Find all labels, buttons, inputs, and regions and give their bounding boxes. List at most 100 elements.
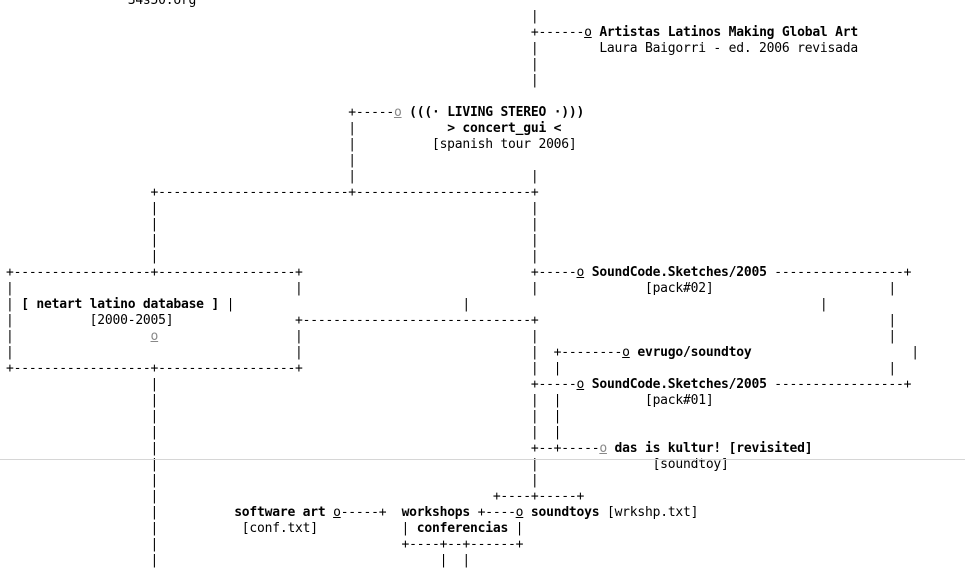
map-row: | [2000-2005] +-------------------------…	[6, 313, 919, 329]
map-text: +-------------------------+-------------…	[6, 185, 539, 200]
map-text: -----------------+	[766, 377, 912, 392]
map-row: | software art o-----+ workshops +----o …	[6, 505, 919, 521]
map-text: +-----	[6, 105, 394, 120]
map-text	[607, 441, 615, 456]
map-text: +------------------+------------------+ …	[6, 361, 896, 376]
node-title[interactable]: (((· LIVING STEREO ·)))	[409, 105, 585, 120]
map-row: | | | +--------o evrugo/soundtoy |	[6, 345, 919, 361]
map-text: | | | [pack#01]	[6, 393, 714, 408]
map-row: | [spanish tour 2006]	[6, 137, 919, 153]
map-text: | | |	[158, 329, 896, 344]
node-link[interactable]: o	[393, 105, 402, 120]
ascii-site-map: 34s50.org | +------o Artistas Latinos Ma…	[6, 0, 919, 569]
node-link[interactable]: o	[576, 265, 585, 280]
node-title[interactable]: [ netart latino database ]	[21, 297, 219, 312]
map-text: | | | [pack#02] |	[6, 281, 896, 296]
map-text: | Laura Baigorri - ed. 2006 revisada	[6, 41, 858, 56]
map-row: |	[6, 153, 919, 169]
map-row: | |	[6, 249, 919, 265]
map-row: |	[6, 57, 919, 73]
map-text: | |	[6, 233, 539, 248]
map-text: +----	[470, 505, 516, 520]
map-row: | [ netart latino database ] | | |	[6, 297, 919, 313]
node-link[interactable]: o	[515, 505, 524, 520]
map-row: | | [soundtoy]	[6, 457, 919, 473]
map-row: | |	[6, 169, 919, 185]
map-text: |	[6, 329, 151, 344]
map-text: 34s50.org	[6, 0, 197, 8]
map-text: |	[6, 121, 448, 136]
node-link[interactable]: o	[599, 441, 607, 456]
map-text: | |	[6, 249, 539, 264]
node-title[interactable]: soundtoys	[530, 505, 600, 520]
map-text: | | |	[219, 297, 828, 312]
map-text	[325, 505, 333, 520]
map-row: | +--+-----o das is kultur! [revisited]	[6, 441, 919, 457]
map-text: | [spanish tour 2006]	[6, 137, 577, 152]
map-text: [wrkshp.txt]	[599, 505, 699, 520]
map-text: | |	[6, 169, 539, 184]
map-row: +------o Artistas Latinos Making Global …	[6, 25, 919, 41]
node-title[interactable]: conferencias	[416, 521, 509, 536]
node-link[interactable]: o	[576, 377, 585, 392]
map-row: | |	[6, 233, 919, 249]
node-link[interactable]: o	[622, 345, 630, 360]
map-row: | Laura Baigorri - ed. 2006 revisada	[6, 41, 919, 57]
map-row: | +----+--+------+	[6, 537, 919, 553]
map-text: | | |	[6, 425, 562, 440]
map-text: | |	[6, 217, 539, 232]
map-row: | | | [pack#02] |	[6, 281, 919, 297]
map-text: | | |	[6, 409, 562, 424]
map-row: | > concert_gui <	[6, 121, 919, 137]
map-row: | |	[6, 217, 919, 233]
node-title[interactable]: workshops	[401, 505, 471, 520]
node-title[interactable]: software art	[234, 505, 326, 520]
map-text: | +-----	[6, 377, 577, 392]
map-text: | | |	[6, 553, 471, 568]
map-text: |	[6, 73, 539, 88]
map-text: |	[751, 345, 919, 360]
map-text: | +--+-----	[6, 441, 600, 456]
map-row: |	[6, 73, 919, 89]
map-text: |	[6, 153, 356, 168]
map-row: +-----o (((· LIVING STEREO ·)))	[6, 105, 919, 121]
map-row: | |	[6, 201, 919, 217]
map-text: |	[6, 297, 22, 312]
node-link[interactable]: o	[150, 329, 159, 344]
map-text: |	[6, 57, 539, 72]
map-row: |	[6, 9, 919, 25]
map-row: | | |	[6, 409, 919, 425]
map-text: | +----+-----+	[6, 489, 585, 504]
map-text: -----------------+	[766, 265, 912, 280]
map-row: +------------------+------------------+ …	[6, 265, 919, 281]
node-link[interactable]: o	[333, 505, 341, 520]
map-text: | [conf.txt] |	[6, 521, 417, 536]
map-text: | [2000-2005] +-------------------------…	[6, 313, 896, 328]
node-link[interactable]: o	[584, 25, 592, 40]
node-title[interactable]: SoundCode.Sketches/2005	[591, 265, 767, 280]
node-title[interactable]: evrugo/soundtoy	[637, 345, 752, 360]
map-text: | | | +--------	[6, 345, 623, 360]
map-row: | | | [pack#01]	[6, 393, 919, 409]
map-row: | | |	[6, 553, 919, 569]
node-title[interactable]: > concert_gui <	[447, 121, 562, 136]
node-title[interactable]: SoundCode.Sketches/2005	[591, 377, 767, 392]
map-row: +------------------+------------------+ …	[6, 361, 919, 377]
map-text: +------------------+------------------+ …	[6, 265, 577, 280]
node-title[interactable]: Artistas Latinos Making Global Art	[599, 25, 858, 40]
map-text: | |	[6, 201, 539, 216]
map-text	[584, 377, 592, 392]
map-row: | |	[6, 473, 919, 489]
node-title[interactable]: das is kultur! [revisited]	[614, 441, 813, 456]
map-text	[584, 265, 592, 280]
map-row: | [conf.txt] | conferencias |	[6, 521, 919, 537]
map-text: |	[508, 521, 524, 536]
map-row: +-------------------------+-------------…	[6, 185, 919, 201]
map-text: | | [soundtoy]	[6, 457, 729, 472]
map-text: |	[6, 505, 235, 520]
map-text: |	[6, 9, 539, 24]
map-row: | +-----o SoundCode.Sketches/2005 ------…	[6, 377, 919, 393]
map-text: -----+	[340, 505, 402, 520]
map-row: 34s50.org	[6, 0, 919, 9]
map-row: | o | | |	[6, 329, 919, 345]
